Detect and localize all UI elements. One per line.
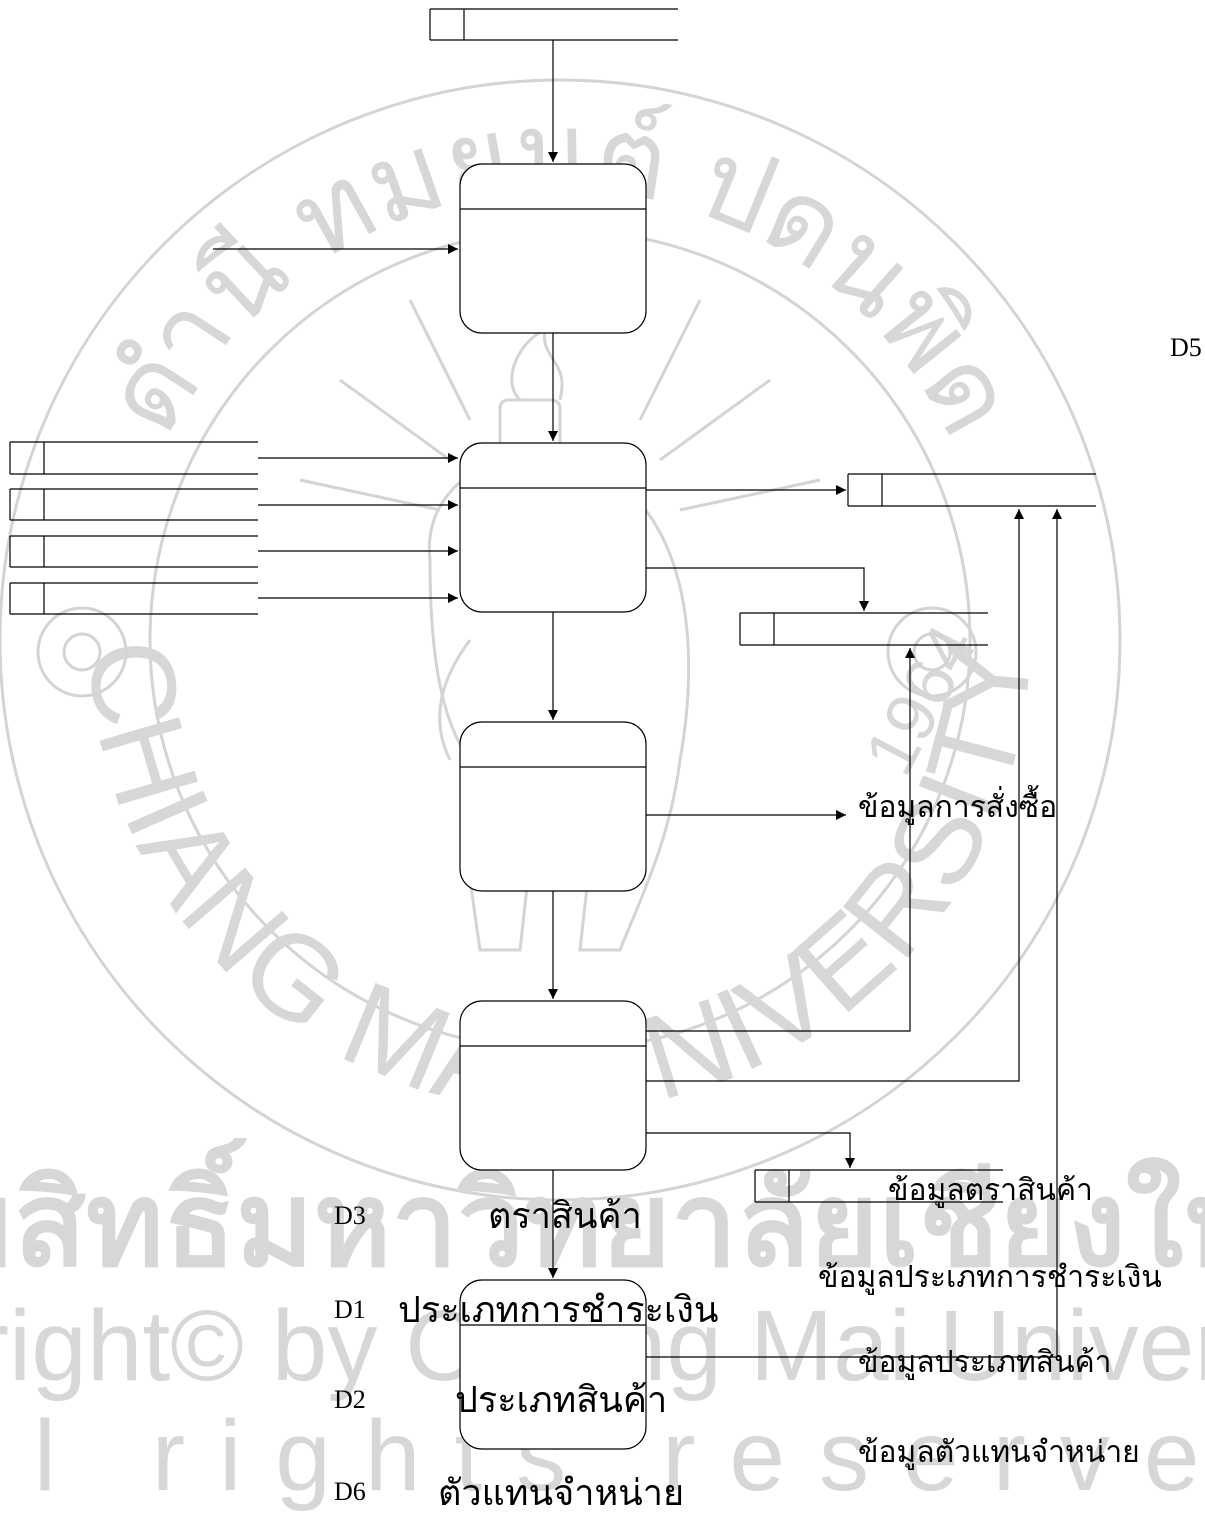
flow-label-dealer-data: ข้อมูลตัวแทนจำหน่าย (858, 1436, 1140, 1470)
data-store-right-upper (848, 474, 1096, 506)
flow-p2-to-store-middle (646, 568, 864, 611)
data-store-left-4 (10, 583, 258, 614)
process-3 (460, 722, 646, 891)
store-d6-name: ตัวแทนจำหน่าย (438, 1473, 684, 1513)
data-store-left-1 (10, 442, 258, 474)
store-d5-id: D5 (1170, 333, 1202, 362)
store-d1-id: D1 (334, 1295, 366, 1324)
store-d3-name: ตราสินค้า (488, 1196, 642, 1236)
flow-label-order-data: ข้อมูลการสั่งซื้อ (858, 785, 1057, 825)
flow-label-brand-data: ข้อมูลตราสินค้า (888, 1174, 1093, 1208)
store-d3-id: D3 (334, 1201, 366, 1230)
data-store-left-3 (10, 536, 258, 567)
store-d2-name: ประเภทสินค้า (455, 1380, 667, 1420)
store-d2-id: D2 (334, 1385, 366, 1414)
process-2 (460, 443, 646, 612)
store-d1-name: ประเภทการชำระเงิน (398, 1290, 718, 1330)
flow-label-product-type-data: ข้อมูลประเภทสินค้า (858, 1346, 1112, 1380)
store-d6-id: D6 (334, 1477, 366, 1506)
data-store-top (430, 9, 678, 40)
process-1 (460, 164, 646, 333)
flow-label-payment-type-data: ข้อมูลประเภทการชำระเงิน (818, 1261, 1162, 1295)
process-4 (460, 1001, 646, 1170)
data-store-left-2 (10, 489, 258, 520)
